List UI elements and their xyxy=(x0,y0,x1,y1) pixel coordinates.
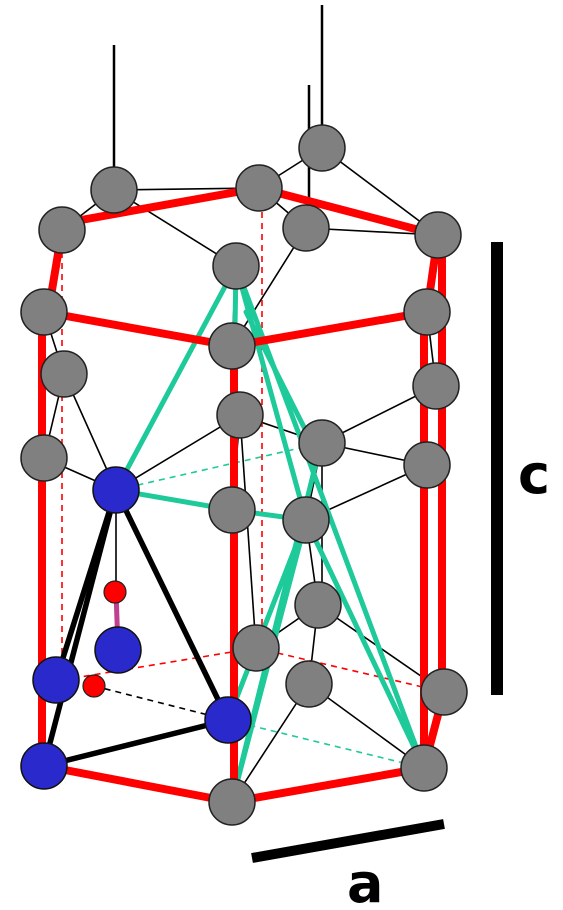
tetrahedron-edge xyxy=(113,487,231,723)
gray-atom xyxy=(298,419,346,467)
blue-atom xyxy=(204,696,252,744)
tetrahedron-edge xyxy=(41,717,231,769)
red-atoms xyxy=(82,580,127,698)
gray-atom xyxy=(403,441,451,489)
cell-edge xyxy=(40,308,236,350)
cell-edge xyxy=(228,308,431,350)
bond xyxy=(321,147,439,236)
teal-bond xyxy=(303,517,427,771)
gray-atom xyxy=(20,288,68,336)
gray-atom xyxy=(420,668,468,716)
cell-edge xyxy=(255,184,442,239)
teal-bond xyxy=(233,263,309,523)
cell-edge xyxy=(228,764,428,806)
blue-atom xyxy=(92,466,140,514)
bond xyxy=(113,189,237,267)
gray-atom xyxy=(235,164,283,212)
blue-atoms xyxy=(20,466,252,790)
tetrahedron-edge xyxy=(53,487,119,683)
gray-atom xyxy=(412,362,460,410)
gray-atom xyxy=(208,322,256,370)
red-atom xyxy=(82,674,106,698)
gray-atom xyxy=(285,660,333,708)
gray-atom xyxy=(282,496,330,544)
cell-edge xyxy=(40,762,236,806)
c-axis-label: c xyxy=(518,443,550,506)
tetrahedron-edges xyxy=(41,487,231,769)
gray-atom xyxy=(232,624,280,672)
gray-atom xyxy=(38,206,86,254)
teal-bonds xyxy=(113,263,427,805)
gray-atom xyxy=(400,744,448,792)
bond xyxy=(239,414,257,649)
gray-atom xyxy=(403,288,451,336)
dashed-teal-edge xyxy=(227,719,425,769)
teal-bond xyxy=(225,517,309,723)
gray-atom xyxy=(208,486,256,534)
gray-atom xyxy=(20,434,68,482)
teal-bond xyxy=(113,263,239,493)
bond xyxy=(115,414,241,491)
gray-atom xyxy=(208,778,256,826)
gray-atom xyxy=(40,350,88,398)
a-axis-label: a xyxy=(347,852,383,910)
dashed-red-edge xyxy=(255,647,445,693)
blue-atom xyxy=(32,656,80,704)
blue-atom xyxy=(20,742,68,790)
cell-edge xyxy=(66,184,263,226)
gray-atom xyxy=(298,124,346,172)
gray-atom xyxy=(414,211,462,259)
gray-atom xyxy=(282,204,330,252)
red-atom xyxy=(103,580,127,604)
gray-atom xyxy=(294,581,342,629)
a-scale-bar xyxy=(251,819,445,863)
gray-atom xyxy=(216,391,264,439)
gray-atom xyxy=(90,166,138,214)
gray-atoms xyxy=(20,124,468,826)
gray-atom xyxy=(212,242,260,290)
blue-atom xyxy=(94,626,142,674)
